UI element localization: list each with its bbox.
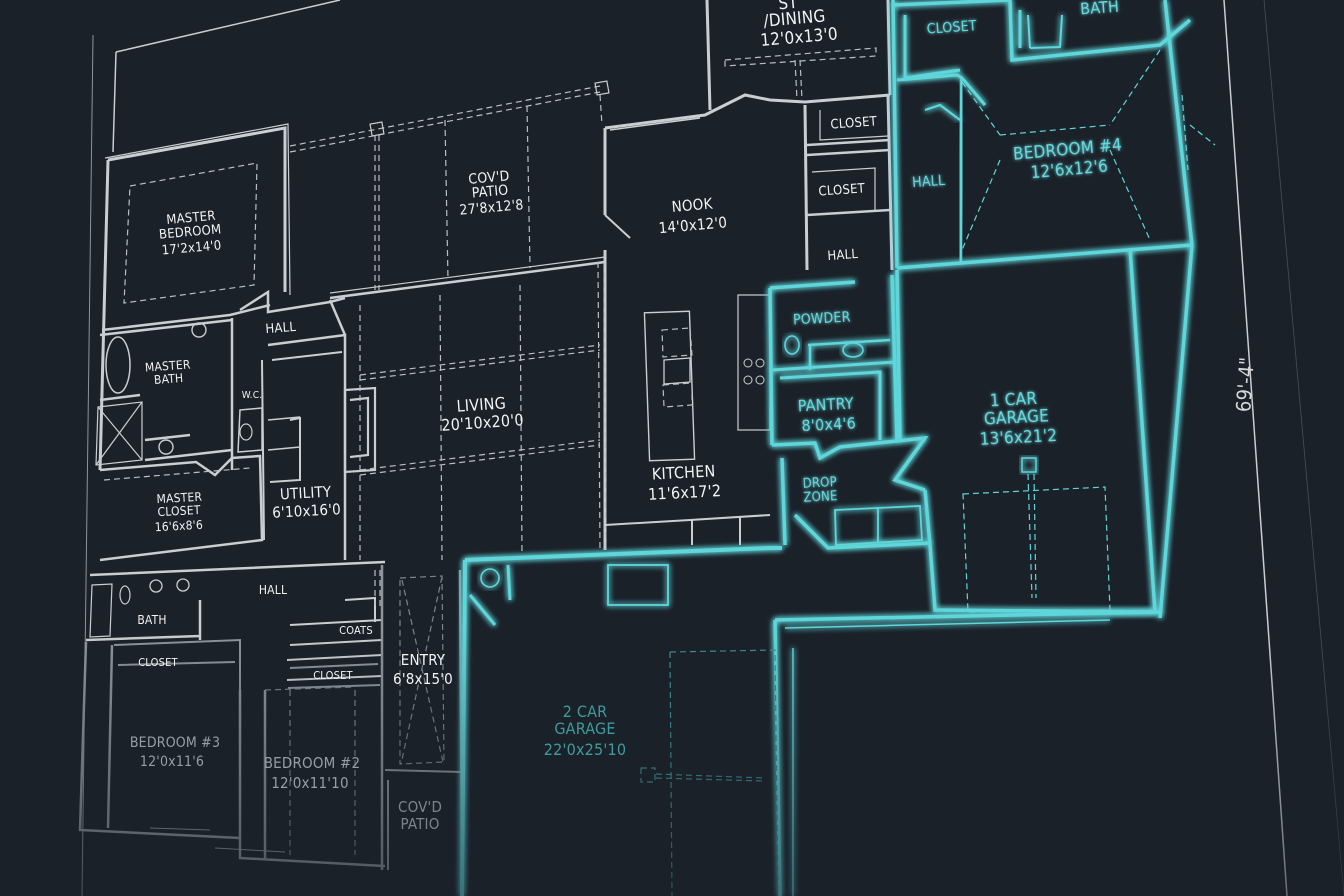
svg-text:UTILITY: UTILITY bbox=[279, 483, 332, 504]
room-covered-patio-rear: COV'D PATIO 27'8x12'8 bbox=[459, 168, 524, 219]
svg-text:BEDROOM: BEDROOM bbox=[158, 222, 222, 242]
svg-text:PANTRY: PANTRY bbox=[797, 394, 854, 416]
room-wc: W.C. bbox=[242, 390, 263, 401]
svg-text:BEDROOM #2: BEDROOM #2 bbox=[264, 754, 361, 772]
room-pantry: PANTRY 8'0x4'6 bbox=[797, 394, 856, 436]
room-closet-bed2: CLOSET bbox=[313, 669, 353, 682]
svg-text:MASTER: MASTER bbox=[144, 357, 191, 374]
room-entry: ENTRY 6'8x15'0 bbox=[393, 651, 453, 688]
room-bath: BATH bbox=[137, 613, 166, 627]
room-hall-beds: HALL bbox=[259, 583, 287, 597]
room-hall-master: HALL bbox=[265, 320, 297, 337]
room-bath-bed4: BATH bbox=[1080, 0, 1120, 18]
svg-text:14'0x12'0: 14'0x12'0 bbox=[658, 213, 728, 237]
room-closet-bed4: CLOSET bbox=[926, 18, 977, 37]
room-kitchen: KITCHEN 11'6x17'2 bbox=[648, 461, 722, 504]
room-closet-bed3: CLOSET bbox=[138, 656, 178, 669]
room-closet-2: CLOSET bbox=[818, 181, 866, 199]
svg-text:1 CAR: 1 CAR bbox=[989, 389, 1038, 411]
room-hall-kitchen: HALL bbox=[827, 247, 859, 264]
svg-text:KITCHEN: KITCHEN bbox=[651, 461, 716, 483]
svg-text:CLOSET: CLOSET bbox=[157, 503, 201, 519]
svg-text:8'0x4'6: 8'0x4'6 bbox=[801, 413, 856, 435]
svg-text:22'0x25'10: 22'0x25'10 bbox=[544, 740, 627, 759]
room-powder: POWDER bbox=[793, 310, 851, 329]
room-covered-patio-front: COV'D PATIO bbox=[398, 798, 442, 833]
svg-text:6'10x16'0: 6'10x16'0 bbox=[272, 500, 342, 522]
svg-text:GARAGE: GARAGE bbox=[554, 719, 615, 738]
room-garage-2: 2 CAR GARAGE 22'0x25'10 bbox=[544, 702, 627, 759]
room-bedroom-2: BEDROOM #2 12'0x11'10 bbox=[264, 754, 361, 792]
room-coats: COATS bbox=[339, 624, 373, 637]
room-master-bedroom: MASTER BEDROOM 17'2x14'0 bbox=[158, 209, 222, 259]
svg-text:GARAGE: GARAGE bbox=[983, 406, 1049, 429]
svg-text:PATIO: PATIO bbox=[471, 182, 509, 201]
room-closet-1: CLOSET bbox=[830, 114, 878, 132]
svg-text:BATH: BATH bbox=[153, 371, 183, 387]
svg-text:ENTRY: ENTRY bbox=[401, 651, 446, 669]
svg-text:COV'D: COV'D bbox=[398, 798, 442, 816]
room-labels: ST /DINING 12'0x13'0 MASTER BEDROOM 17'2… bbox=[130, 0, 1123, 833]
svg-text:BEDROOM #3: BEDROOM #3 bbox=[130, 735, 220, 751]
svg-text:27'8x12'8: 27'8x12'8 bbox=[459, 197, 524, 219]
room-hall-bed4: HALL bbox=[912, 173, 946, 191]
svg-text:6'8x15'0: 6'8x15'0 bbox=[393, 670, 453, 688]
svg-text:NOOK: NOOK bbox=[671, 194, 714, 216]
svg-text:ZONE: ZONE bbox=[803, 489, 838, 506]
room-nook: NOOK 14'0x12'0 bbox=[658, 194, 728, 237]
svg-text:11'6x17'2: 11'6x17'2 bbox=[648, 481, 722, 504]
svg-text:DROP: DROP bbox=[802, 475, 837, 492]
svg-text:PATIO: PATIO bbox=[400, 815, 439, 833]
svg-text:LIVING: LIVING bbox=[456, 393, 507, 415]
svg-text:MASTER: MASTER bbox=[156, 490, 203, 506]
svg-text:13'6x21'2: 13'6x21'2 bbox=[979, 426, 1058, 450]
svg-text:17'2x14'0: 17'2x14'0 bbox=[161, 238, 222, 258]
svg-text:MASTER: MASTER bbox=[166, 209, 216, 228]
room-master-closet: MASTER CLOSET 16'6x8'6 bbox=[154, 490, 203, 535]
svg-text:12'0x11'10: 12'0x11'10 bbox=[271, 774, 348, 792]
svg-text:COV'D: COV'D bbox=[468, 168, 510, 188]
svg-text:ST: ST bbox=[778, 0, 800, 14]
room-master-bath: MASTER BATH bbox=[144, 357, 191, 387]
svg-text:16'6x8'6: 16'6x8'6 bbox=[154, 518, 203, 535]
room-drop-zone: DROP ZONE bbox=[802, 475, 838, 506]
room-garage-1: 1 CAR GARAGE 13'6x21'2 bbox=[979, 389, 1058, 450]
room-bedroom-3: BEDROOM #3 12'0x11'6 bbox=[130, 735, 220, 770]
room-utility: UTILITY 6'10x16'0 bbox=[272, 483, 342, 522]
svg-text:2 CAR: 2 CAR bbox=[563, 702, 608, 721]
svg-text:12'0x11'6: 12'0x11'6 bbox=[140, 754, 204, 770]
room-living: LIVING 20'10x20'0 bbox=[441, 393, 525, 435]
